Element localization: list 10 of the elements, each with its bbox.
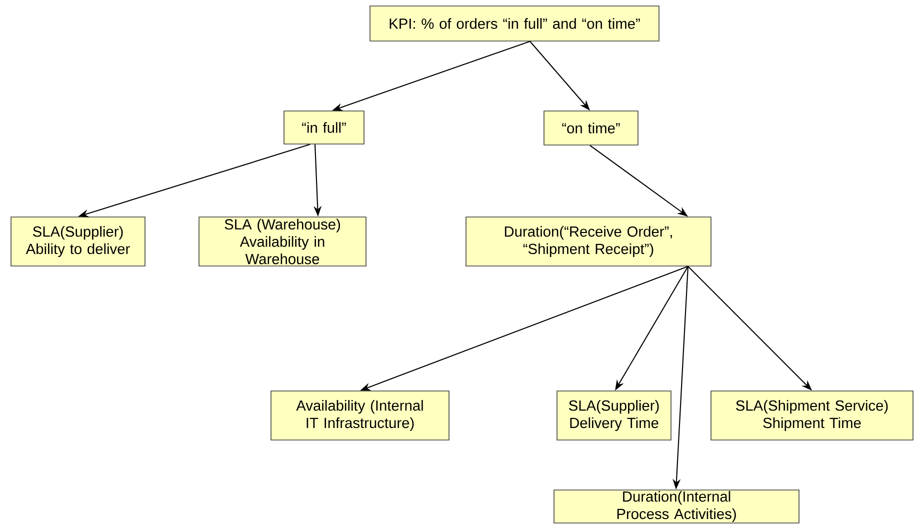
text-box: SLA (Warehouse) Availability in Warehouse: [198, 216, 366, 266]
text-box: SLA(Supplier) Ability to deliver: [10, 216, 146, 266]
text-box: “on time”: [544, 110, 638, 146]
text-box: KPI: % of orders “in full” and “on time”: [370, 6, 660, 42]
text-box: SLA(Shipment Service) Shipment Time: [710, 390, 914, 440]
text-box: Duration(Internal Process Activities): [554, 490, 800, 524]
text-box: SLA(Supplier) Delivery Time: [556, 390, 672, 440]
text-box: Duration(“Receive Order”, “Shipment Receipt”): [466, 216, 712, 266]
text-box: Availability (Internal IT Infrastructure): [270, 390, 450, 440]
text-box: “in full”: [284, 110, 364, 144]
